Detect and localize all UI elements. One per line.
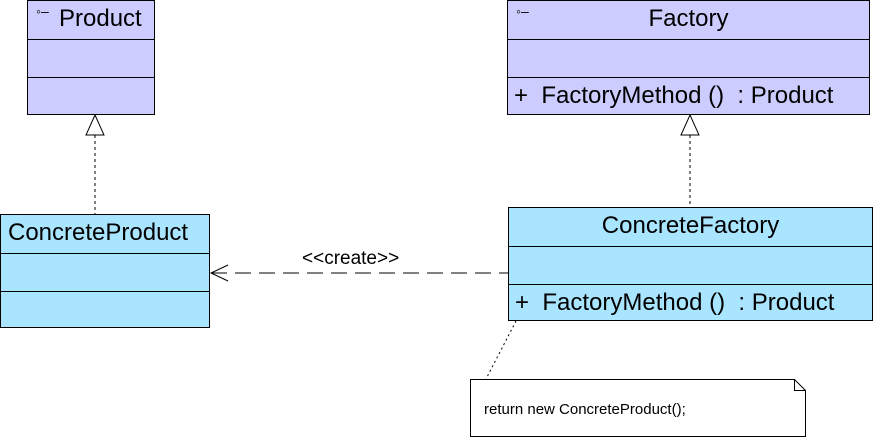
factory-attributes-section: [508, 39, 869, 77]
concrete-factory-box[interactable]: ConcreteFactory + FactoryMethod () : Pro…: [508, 207, 873, 321]
factory-realization-arrowhead: [680, 113, 700, 136]
product-operations-section: [28, 77, 154, 114]
concrete-product-attributes-section: [1, 253, 209, 291]
concrete-product-name: ConcreteProduct: [8, 219, 189, 246]
note-text: return new ConcreteProduct();: [484, 401, 686, 418]
implementation-note[interactable]: return new ConcreteProduct();: [470, 379, 806, 437]
product-name: Product: [59, 5, 142, 32]
factory-title-section: ◦– Factory: [508, 1, 869, 39]
product-title-section: ◦– Product: [28, 1, 154, 39]
concrete-factory-attributes-section: [509, 246, 872, 284]
concrete-product-title-section: ConcreteProduct: [1, 215, 209, 253]
product-interface-box[interactable]: ◦– Product: [27, 0, 155, 115]
note-shape: [470, 379, 806, 437]
concrete-factory-title-section: ConcreteFactory: [509, 208, 872, 246]
concrete-factory-method-operation: + FactoryMethod () : Product: [515, 289, 835, 316]
interface-icon: ◦–: [516, 3, 529, 19]
factory-interface-box[interactable]: ◦– Factory + FactoryMethod () : Product: [507, 0, 870, 115]
create-dependency-arrowhead: [209, 264, 229, 282]
interface-icon: ◦–: [36, 3, 49, 19]
create-stereotype-label: <<create>>: [302, 248, 400, 269]
product-realization-arrowhead: [85, 113, 105, 136]
concrete-factory-name: ConcreteFactory: [601, 212, 780, 239]
product-attributes-section: [28, 39, 154, 77]
note-anchor-line: [485, 320, 517, 380]
concrete-factory-operations-section: + FactoryMethod () : Product: [509, 284, 872, 320]
factory-name: Factory: [648, 5, 729, 32]
factory-method-operation: + FactoryMethod () : Product: [514, 82, 834, 109]
concrete-product-operations-section: [1, 291, 209, 327]
concrete-product-box[interactable]: ConcreteProduct: [0, 214, 210, 328]
factory-operations-section: + FactoryMethod () : Product: [508, 77, 869, 114]
